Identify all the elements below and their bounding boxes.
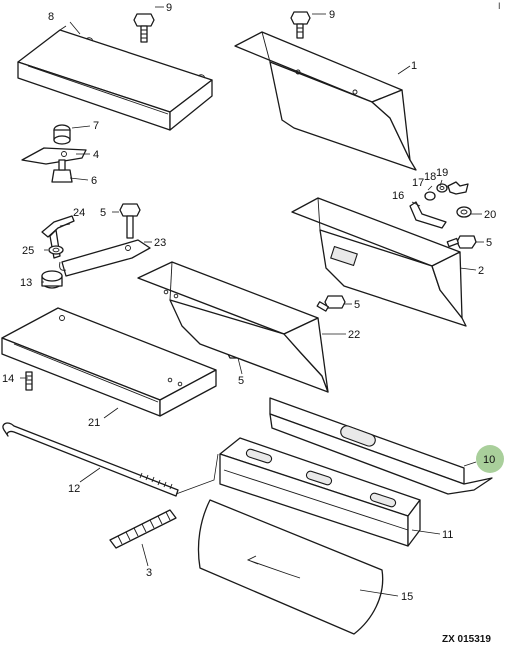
part-9-bolt-left: [133, 13, 155, 43]
label-3: 3: [146, 567, 152, 579]
part-16-clip: [409, 201, 447, 229]
label-9-left: 9: [166, 2, 172, 14]
label-7: 7: [93, 120, 99, 132]
label-19: 19: [436, 167, 448, 179]
part-1-shield: [234, 31, 417, 171]
part-18-washer: [436, 183, 448, 193]
part-10-strip: [269, 397, 493, 495]
label-18: 18: [424, 171, 436, 183]
part-8-tray: [17, 25, 213, 131]
label-5-b: 5: [486, 237, 492, 249]
label-14: 14: [2, 373, 14, 385]
part-13-nut: [41, 270, 63, 289]
label-15: 15: [401, 591, 413, 603]
part-12-rod: [2, 422, 179, 497]
label-24: 24: [73, 207, 85, 219]
part-6-bolt: [51, 159, 73, 183]
label-6: 6: [91, 175, 97, 187]
part-23-lever-plate: [59, 239, 151, 277]
part-14-screw: [25, 371, 33, 391]
part-3-spring: [109, 509, 177, 549]
label-1: 1: [411, 60, 417, 72]
part-22-channel: [137, 261, 329, 393]
part-5-bolt-a: [119, 203, 141, 239]
label-5-c: 5: [354, 299, 360, 311]
part-7-nut: [53, 124, 71, 145]
label-23: 23: [154, 237, 166, 249]
label-17: 17: [412, 177, 424, 189]
label-5-a: 5: [100, 207, 106, 219]
part-5-bolt-c: [316, 295, 346, 312]
label-4: 4: [93, 149, 99, 161]
part-25-washer: [48, 245, 64, 255]
label-21: 21: [88, 417, 100, 429]
label-25: 25: [22, 245, 34, 257]
label-11: 11: [442, 529, 453, 541]
label-2: 2: [478, 265, 484, 277]
part-17-washer: [424, 191, 436, 201]
label-9-right: 9: [329, 9, 335, 21]
label-8: 8: [48, 11, 54, 23]
reference-code: ZX 015319: [442, 634, 491, 645]
label-16: 16: [392, 190, 404, 202]
label-20: 20: [484, 209, 496, 221]
label-10-highlight: [476, 445, 504, 473]
label-22: 22: [348, 329, 360, 341]
part-5-bolt-b: [446, 235, 477, 249]
part-20-nut: [456, 206, 472, 218]
callout-labels: 8 9 9 1 7 4 6 24 5 23 25 13 16 17 18 19 …: [2, 2, 504, 603]
corner-mark: I: [498, 1, 501, 11]
part-11-extrusion: [219, 437, 421, 547]
label-13: 13: [20, 277, 32, 289]
label-12: 12: [68, 483, 80, 495]
part-15-guard: [197, 499, 384, 635]
part-2-bracket: [291, 197, 467, 327]
part-21-tray: [1, 307, 217, 417]
part-9-bolt-right: [290, 11, 311, 39]
leader-lines: [20, 6, 484, 597]
part-4-bracket: [21, 147, 87, 165]
part-19-wing-nut: [447, 181, 469, 195]
label-10: 10: [483, 454, 495, 466]
label-5-d: 5: [238, 375, 244, 387]
